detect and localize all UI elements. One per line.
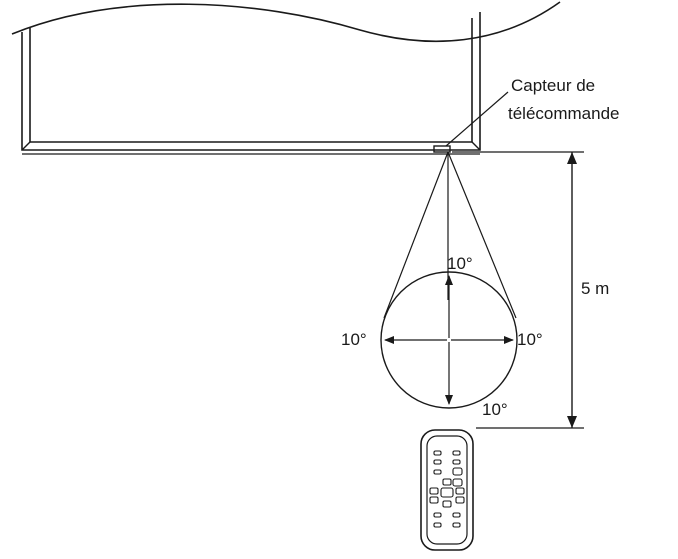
display-panel (11, 1, 561, 155)
angle-label-top: 10° (447, 254, 473, 273)
angle-label-left: 10° (341, 330, 367, 349)
distance-arrowhead-top (567, 152, 577, 164)
angle-arrows (384, 275, 514, 405)
remote-control-illustration (420, 429, 474, 551)
remote-sensor (433, 145, 451, 153)
distance-arrowhead-bottom (567, 416, 577, 428)
angle-label-bottom: 10° (482, 400, 508, 419)
sensor-label-line2: télécommande (508, 104, 620, 123)
distance-label: 5 m (581, 279, 609, 298)
sensor-leader-line (445, 91, 509, 147)
reception-circle (380, 271, 518, 409)
angle-label-right: 10° (517, 330, 543, 349)
sensor-label-line1: Capteur de (511, 76, 595, 95)
reception-cone (380, 151, 518, 409)
